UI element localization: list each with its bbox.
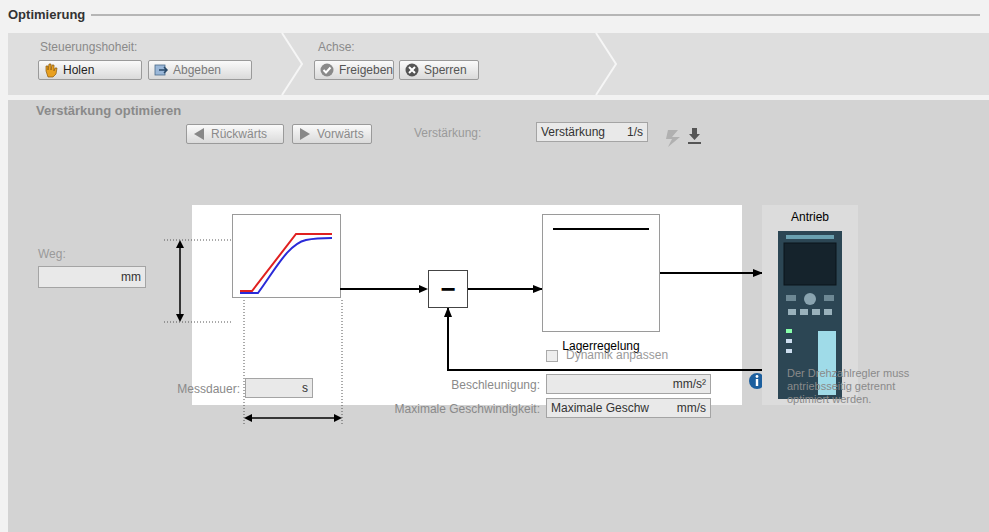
button-icon [297,126,313,142]
page-title: Optimierung [8,7,91,22]
arrowhead [419,285,428,293]
info-icon-dot [756,375,759,378]
disable-button: Sperren [399,60,479,80]
field-label: Verstärkung: [414,126,481,140]
field-label: Weg: [38,247,66,261]
node-text: Rückwärts [211,127,267,141]
node-text: Vorwärts [317,127,364,141]
diagram-area [192,205,742,405]
button-icon [43,62,59,78]
distance-input: mm [38,266,146,288]
take-control-button: Holen [38,60,142,80]
dimension-arrow [248,417,338,419]
gain-line [543,215,659,331]
download-icon [689,128,700,140]
dimension-line [164,322,232,323]
toolbar-band [8,33,989,95]
node-text: Holen [63,63,94,77]
arrowhead [244,414,342,422]
dimension-arrow [179,244,181,318]
button-icon [319,62,335,78]
node-text: Maximale Geschw [551,401,649,415]
node-text: Verstärkung [541,125,605,139]
signal-connector [660,272,762,274]
pen-icon [666,130,680,147]
actual-curve [240,238,332,293]
node-text: Freigeben [339,63,393,77]
dimension-line [342,300,343,424]
chevron [282,33,302,95]
field-label: Dynamik anpassen [566,348,668,362]
step-response-box [233,215,341,298]
button-icon [404,62,420,78]
position-control-block: Lagerregelung [542,214,660,332]
info-note: Der Drehzahlregler muss antriebsseitig g… [787,367,939,406]
node-text: − [440,274,455,305]
acceleration-input: mm/s² [546,374,711,394]
chevron [596,33,616,95]
release-control-button: Abgeben [148,60,252,80]
field-label: Verstärkung optimieren [36,103,181,118]
field-label: Messdauer: [177,382,240,396]
setpoint-curve [240,234,332,291]
unit-text: 1/s [627,125,643,139]
max-velocity-input: Maximale Geschw mm/s [546,398,711,418]
info-icon-bar [756,379,758,386]
node-text: mm/s² [673,377,706,391]
field-label: Steuerungshoheit: [40,40,137,54]
backward-button: Rückwärts [186,124,284,144]
signal-connector [468,288,542,290]
gain-input: Verstärkung 1/s [536,122,648,142]
signal-wire [340,288,422,290]
field-label: Beschleunigung: [451,378,540,392]
main-panel [8,100,989,532]
button-icon [153,62,169,78]
dimension-line [244,300,245,424]
duration-input: s [245,378,313,398]
arrowhead [176,240,184,322]
field-label: Achse: [318,40,355,54]
unit-text: mm/s [677,401,706,415]
forward-button: Vorwärts [292,124,372,144]
title-rule [8,15,980,16]
node-text: Sperren [424,63,467,77]
dimension-line [164,240,232,241]
button-icon [191,126,207,142]
node-text: Antrieb [762,210,858,224]
enable-button: Freigeben [314,60,394,80]
field-label: Maximale Geschwindigkeit: [395,402,540,416]
subtract-block: − [428,270,468,308]
node-text: s [302,381,308,395]
node-text: mm [121,270,141,284]
download-icon-base [688,142,701,144]
checkbox [547,351,558,362]
node-text: Abgeben [173,63,221,77]
